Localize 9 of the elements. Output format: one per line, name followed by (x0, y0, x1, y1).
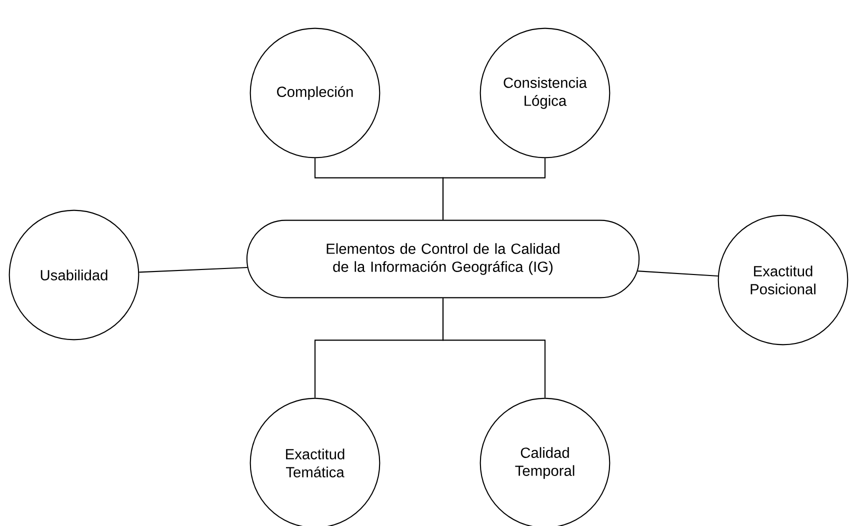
circle-node: Exactitud Posicional (718, 214, 848, 346)
connector-line (638, 270, 718, 277)
connector-line (442, 158, 546, 220)
circle-node: Usabilidad (8, 210, 140, 340)
connector-line (442, 298, 546, 398)
circle-node: Compleción (250, 28, 380, 158)
circle-node: Consistencia Lógica (480, 28, 610, 158)
connector-line (139, 266, 248, 273)
rounded-box: Elementos de Control de la Calidad de la Información Geográfica (IG) (246, 220, 640, 298)
